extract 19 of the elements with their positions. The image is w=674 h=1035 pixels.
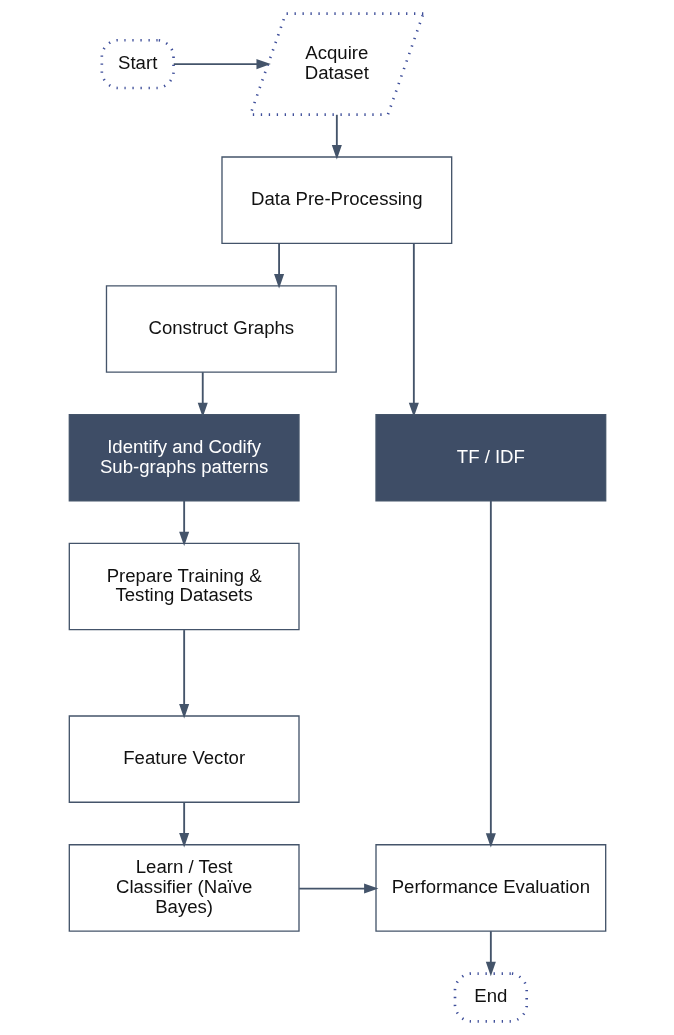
node-box: Performance Evaluation — [374, 844, 606, 932]
arrow — [273, 242, 284, 289]
arrow — [331, 113, 342, 160]
node-box: End — [453, 972, 528, 1023]
arrow — [297, 883, 378, 894]
node-box: Identify and Codify Sub-graphs patterns — [68, 413, 300, 502]
arrow — [178, 801, 189, 848]
arrow — [485, 500, 496, 848]
node-box: Prepare Training & Testing Datasets — [68, 542, 300, 631]
node-box: Start — [100, 38, 175, 90]
arrow — [172, 59, 271, 70]
arrow — [485, 930, 496, 977]
node-box: Feature Vector — [68, 715, 300, 803]
node-box: Data Pre-Processing — [220, 156, 452, 244]
node-box: Learn / Test Classifier (Naïve Bayes) — [68, 844, 300, 932]
node-box: Construct Graphs — [105, 285, 337, 373]
arrow — [178, 629, 189, 719]
arrow — [178, 500, 189, 546]
node-box: TF / IDF — [374, 413, 606, 502]
